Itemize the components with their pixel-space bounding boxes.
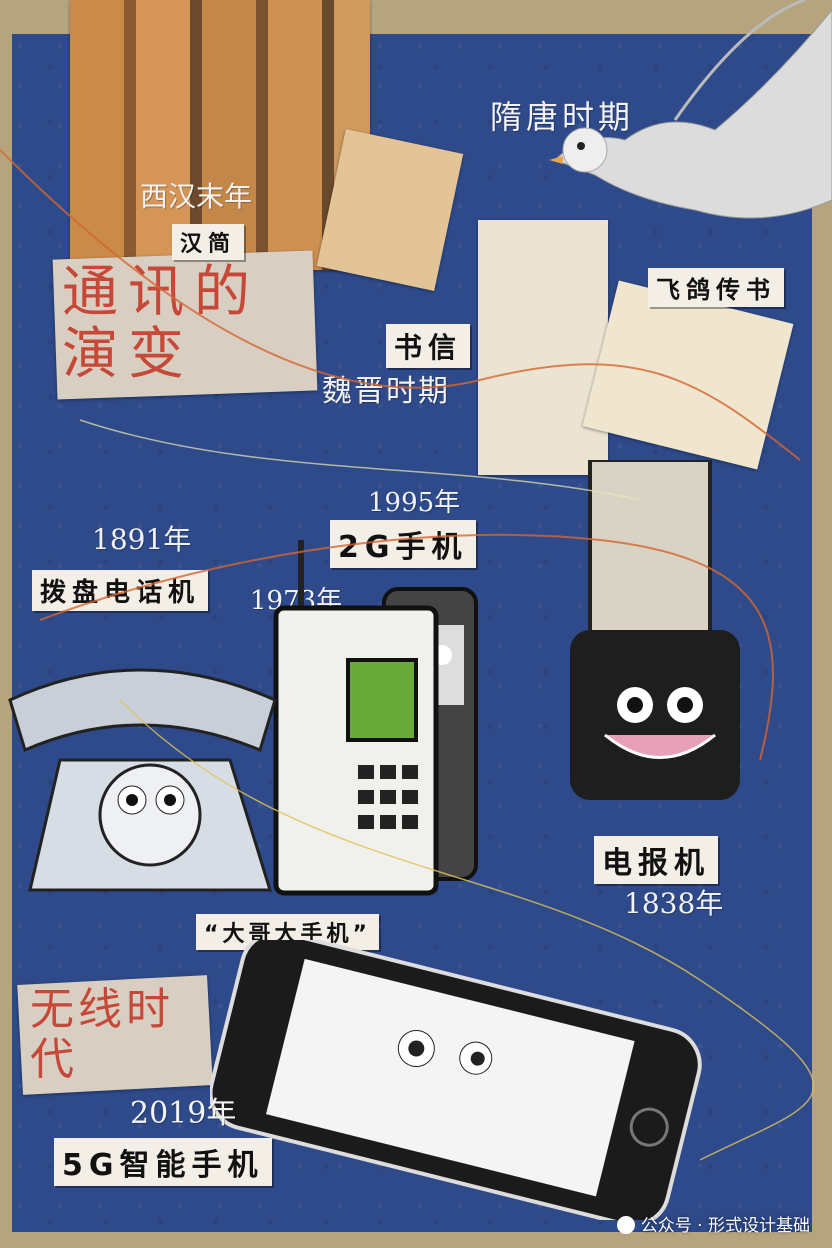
letter-label: 书信 xyxy=(386,324,471,368)
smartphone-image xyxy=(210,940,702,1220)
dial-phone-label: 拨盘电话机 xyxy=(32,570,209,611)
poster-title: 通讯的演变 xyxy=(62,260,260,387)
dial-phone-image xyxy=(8,668,277,892)
year-2019-text: 2019年 xyxy=(130,1096,237,1131)
wechat-icon xyxy=(616,1216,635,1234)
pigeon-image xyxy=(549,0,832,219)
year-1995-text: 1995年 xyxy=(368,488,461,518)
watermark-text: 公众号 · 形式设计基础 xyxy=(640,1216,810,1236)
handwritten-letter-image xyxy=(478,220,608,475)
year-1838-text: 1838年 xyxy=(624,887,724,920)
year-1891-text: 1891年 xyxy=(92,523,192,556)
pigeon-label: 飞鸽传书 xyxy=(648,268,784,307)
watermark: 公众号 · 形式设计基础 xyxy=(616,1211,810,1236)
phone-5g-label: 5G智能手机 xyxy=(54,1138,272,1186)
wei-period-text: 魏晋时期 xyxy=(322,374,450,409)
wireless-era-text: 无线时代 xyxy=(30,984,174,1085)
han-label: 汉简 xyxy=(172,224,245,260)
telegraph-label: 电报机 xyxy=(594,836,718,884)
han-period-text: 西汉末年 xyxy=(140,180,253,213)
telegraph-image xyxy=(570,460,740,800)
sui-period-text: 隋唐时期 xyxy=(490,98,635,136)
brick-phone-image xyxy=(273,540,439,896)
